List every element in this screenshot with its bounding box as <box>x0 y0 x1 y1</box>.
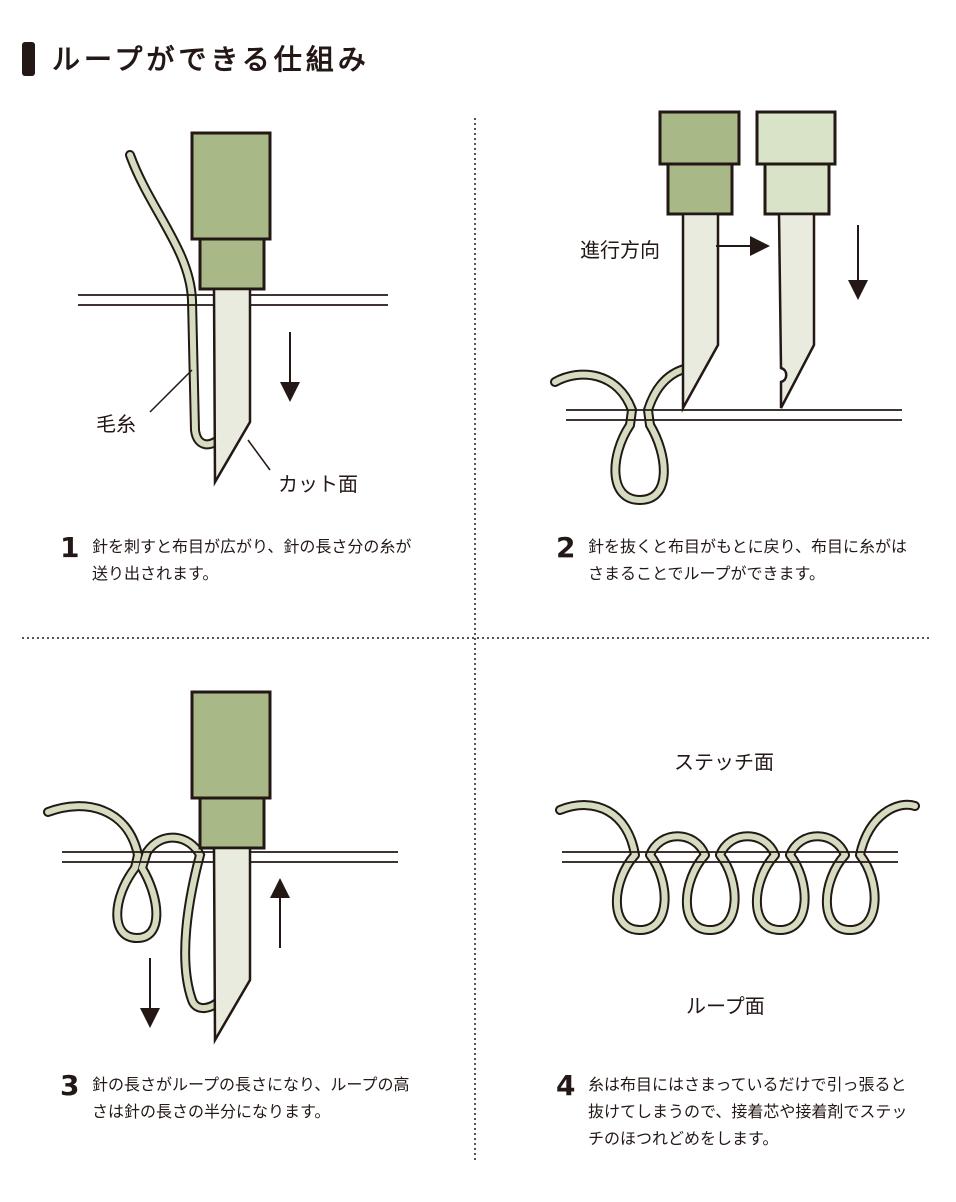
panel4-label-loop: ループ面 <box>686 994 765 1018</box>
panel2-needle2-blade <box>777 212 816 409</box>
panel2-label-direction: 進行方向 <box>580 238 660 262</box>
panel3-illustration <box>43 690 398 1045</box>
page-title: ループができる仕組み <box>52 43 370 76</box>
panel1-label-cut: カット面 <box>278 472 358 496</box>
panel2-illustration <box>550 110 902 506</box>
panel1-leader-cut <box>247 439 271 471</box>
panel3-step-number: 3 <box>60 1069 80 1102</box>
panel2-needle2-handle <box>755 110 837 166</box>
panel3-needle-blade <box>212 846 252 1045</box>
panel3-needle-collar <box>198 796 266 850</box>
panel1-step-number: 1 <box>60 531 80 564</box>
panel2-step-text: 針を抜くと布目がもとに戻り、布目に糸がはさまることでループができます。 <box>588 537 908 583</box>
panel2-needle2-collar <box>763 162 831 216</box>
panel2-step-number: 2 <box>556 531 576 564</box>
panel3-needle-handle <box>190 690 272 800</box>
panel1-label-yarn: 毛糸 <box>96 412 136 436</box>
panel1-needle-handle <box>190 131 272 241</box>
panel1-illustration <box>78 131 388 487</box>
panel1-needle-collar <box>198 237 266 291</box>
panel3-step-text: 針の長さがループの長さになり、ループの高さは針の長さの半分になります。 <box>92 1075 410 1121</box>
panel4-yarn <box>555 799 920 935</box>
panel2-needle1-collar <box>666 162 734 216</box>
panel2-needle1-handle <box>658 110 741 166</box>
panel1-needle-blade <box>212 287 252 487</box>
title-bar-icon <box>22 42 35 76</box>
panel3-yarn <box>43 801 227 1013</box>
panel1-step-text: 針を刺すと布目が広がり、針の長さ分の糸が送り出されます。 <box>92 537 412 583</box>
panel2-needle1-blade <box>681 212 720 413</box>
panel4-illustration <box>555 799 920 935</box>
panel4-step-number: 4 <box>556 1069 576 1102</box>
panel1-leader-yarn <box>149 369 193 413</box>
panel4-step-text: 糸は布目にはさまっているだけで引っ張ると抜けてしまうので、接着芯や接着剤でステッ… <box>588 1075 908 1148</box>
panel4-label-stitch: ステッチ面 <box>674 750 774 774</box>
